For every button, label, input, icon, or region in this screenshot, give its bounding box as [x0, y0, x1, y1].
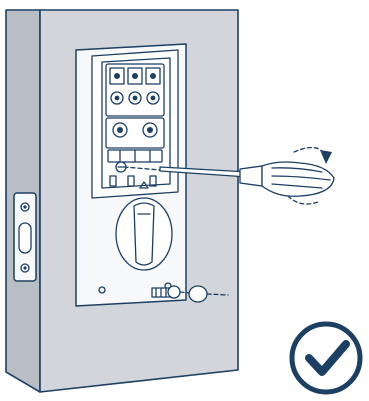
- screwdriver-ferrule: [240, 166, 262, 186]
- checkmark-icon: [292, 324, 360, 392]
- motor-block: [106, 64, 164, 162]
- interior-assembly: [76, 44, 186, 306]
- thumb-turn: [116, 198, 172, 270]
- latch-plate: [14, 193, 36, 281]
- cover-cap: [189, 286, 207, 302]
- screw-head: [168, 286, 180, 298]
